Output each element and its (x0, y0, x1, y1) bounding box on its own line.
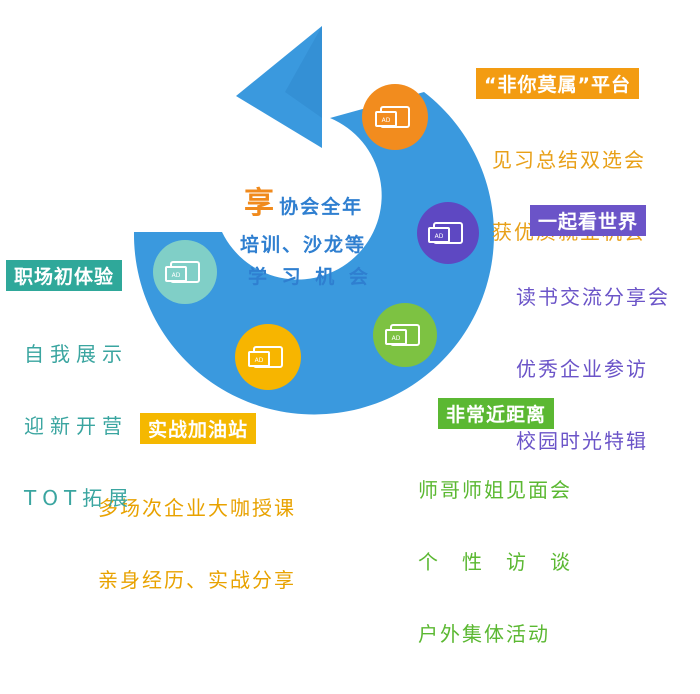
ad-icon: AD (428, 222, 463, 244)
practice-line: 多场次企业大咖授课 (98, 496, 296, 520)
distance-title: 非常近距离 (438, 398, 555, 429)
workplace-desc: 自我展示 迎新开营 TOT拓展 (24, 294, 134, 558)
ad-icon: AD (385, 324, 420, 346)
platform-title: “非你莫属”平台 (476, 68, 639, 99)
svg-text:AD: AD (382, 117, 391, 124)
ad-icon: AD (165, 261, 200, 283)
workplace-line: TOT拓展 (24, 486, 135, 510)
center-line-2: 培训、沙龙等 (240, 234, 367, 256)
world-line: 优秀企业参访 (516, 357, 648, 381)
distance-line: 师哥师姐见面会 (418, 478, 572, 502)
distance-line: 户外集体活动 (418, 622, 550, 646)
practice-title: 实战加油站 (140, 413, 257, 444)
svg-text:AD: AD (435, 233, 444, 240)
center-line-3: 学 习 机 会 (248, 266, 372, 288)
world-line: 读书交流分享会 (516, 285, 670, 309)
distance-line: 个 性 访 谈 (418, 550, 572, 574)
world-title: 一起看世界 (530, 205, 647, 236)
diagram: AD AD AD AD AD 享 协会全年 培训、沙龙等 学 习 机 会 “非你… (6, 26, 670, 646)
center-heading: 享 协会全年 (244, 178, 363, 222)
svg-text:AD: AD (255, 357, 264, 364)
cycle-arrow-graphic: AD AD AD AD AD (133, 26, 494, 415)
ad-icon: AD (248, 346, 283, 368)
ad-icon: AD (375, 106, 410, 128)
platform-line: 见习总结双选会 (492, 148, 646, 172)
practice-line: 亲身经历、实战分享 (98, 568, 296, 592)
center-line-1: 协会全年 (279, 196, 364, 218)
distance-desc: 师哥师姐见面会 个 性 访 谈 户外集体活动 (418, 430, 572, 694)
world-line: 校园时光特辑 (516, 429, 648, 453)
workplace-line: 迎新开营 (24, 414, 128, 438)
world-desc: 读书交流分享会 优秀企业参访 校园时光特辑 (516, 237, 670, 501)
svg-text:AD: AD (392, 335, 401, 342)
workplace-title: 职场初体验 (6, 260, 123, 291)
workplace-line: 自我展示 (24, 342, 128, 366)
cycle-arrow-head (236, 26, 322, 148)
svg-text:AD: AD (172, 272, 181, 279)
center-highlight: 享 (244, 186, 274, 221)
